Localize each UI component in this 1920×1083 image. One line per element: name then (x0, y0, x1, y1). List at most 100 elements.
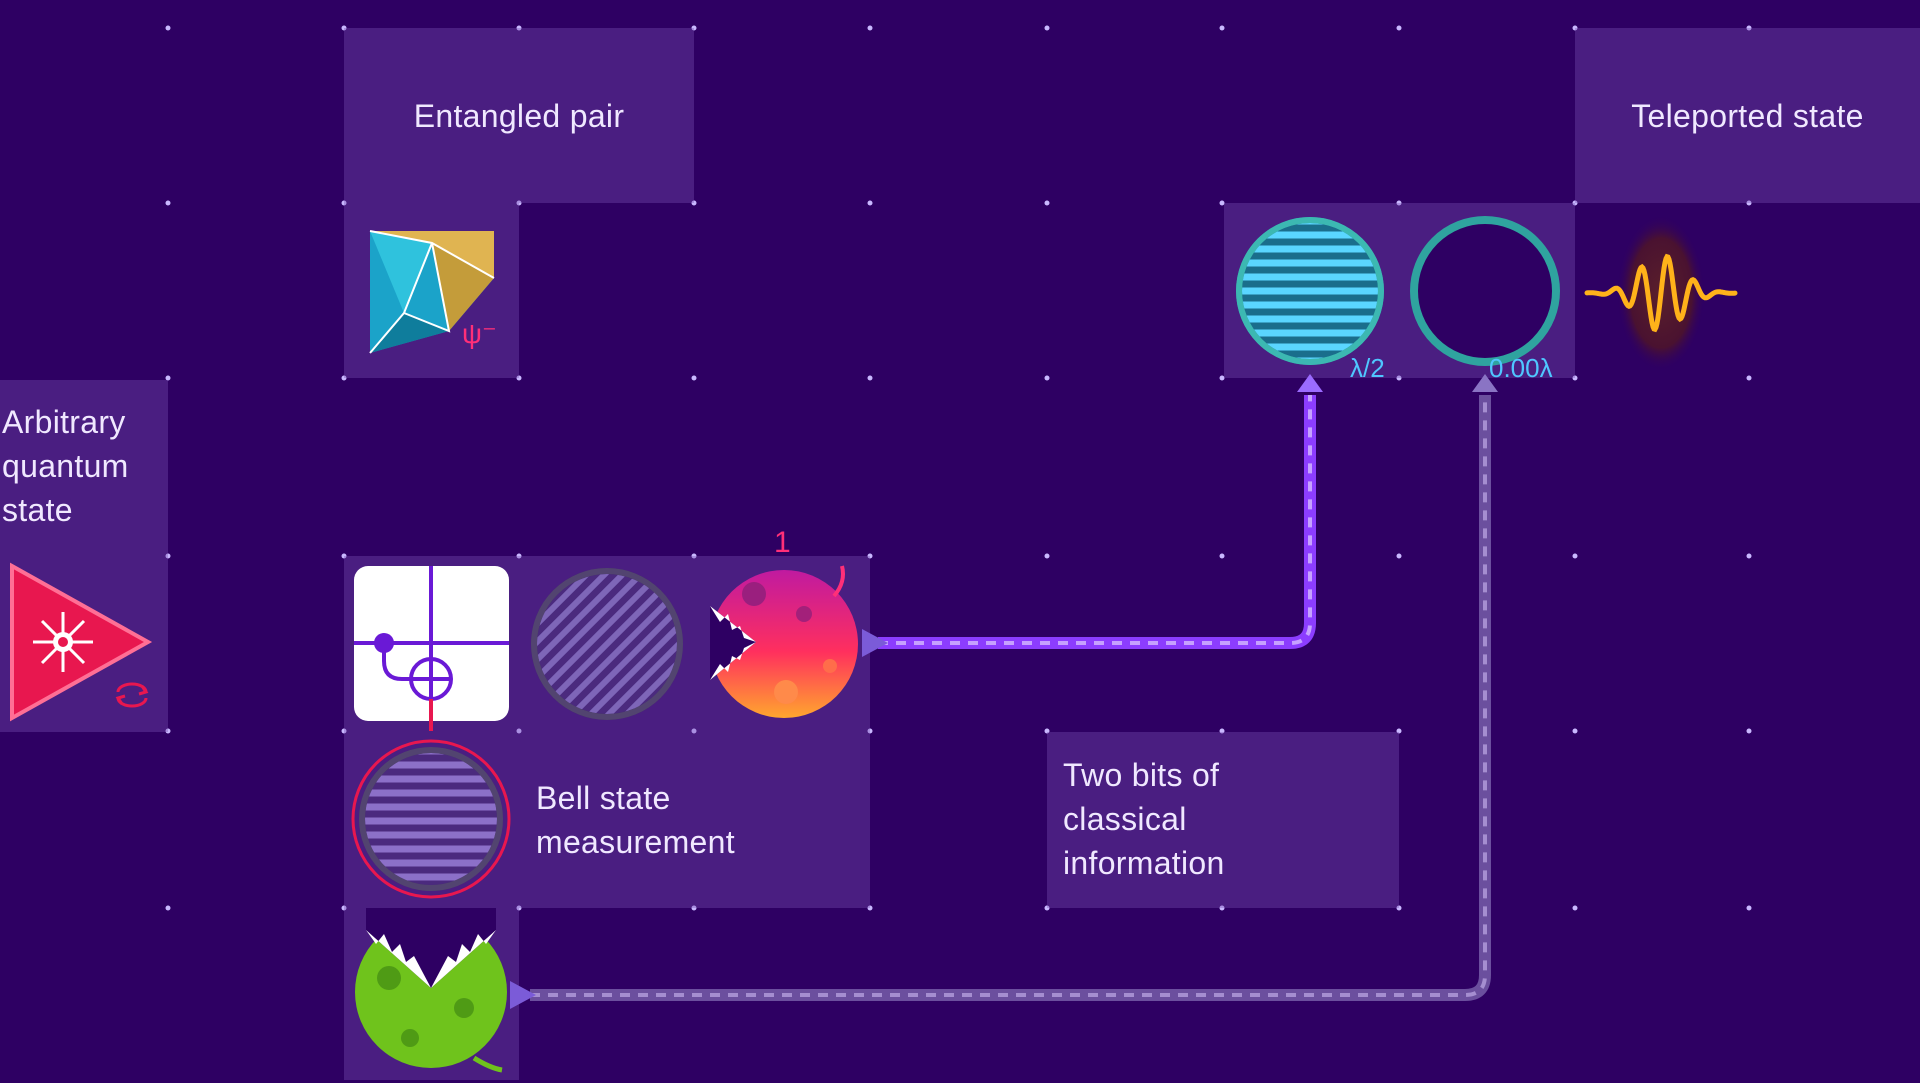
grid-dot (867, 375, 873, 381)
grid-dot (165, 553, 171, 559)
grid-dot (1044, 200, 1050, 206)
phase-shifter-icon (1410, 216, 1560, 366)
grid-dot (165, 200, 171, 206)
grid-dot (1219, 905, 1225, 911)
entangled-pair-label: Entangled pair (413, 97, 625, 134)
grid-dot (1044, 25, 1050, 31)
grid-dot (165, 375, 171, 381)
zone-classical-info (1047, 732, 1399, 908)
laser-icon (10, 562, 153, 722)
grid-dot (691, 728, 697, 734)
laser-source[interactable] (0, 556, 168, 731)
grid-dot (1746, 728, 1752, 734)
polarizer-icon (351, 739, 511, 899)
grid-dot (516, 728, 522, 734)
grid-dot (1572, 25, 1578, 31)
grid-dot (341, 905, 347, 911)
grid-dot (1044, 728, 1050, 734)
phase-plate-label: 0.00λ (1489, 353, 1553, 383)
wave-plate-label: λ/2 (1350, 353, 1385, 383)
red-detector[interactable]: 1 (694, 528, 869, 731)
classical-wire-bottom (510, 374, 1498, 1009)
grid-dot (165, 905, 171, 911)
grid-dot (691, 375, 697, 381)
grid-dot (341, 375, 347, 381)
grid-dot (1746, 25, 1752, 31)
bell-measurement-line-1: Bell state (536, 780, 671, 816)
grid-dot (1572, 553, 1578, 559)
phase-shifter[interactable]: 0.00λ (1399, 203, 1574, 383)
grid-dot (1746, 905, 1752, 911)
grid-dot (1219, 728, 1225, 734)
red-detector-icon (710, 565, 858, 718)
grid-dot (1396, 375, 1402, 381)
grid-dot (691, 25, 697, 31)
grid-dot (516, 25, 522, 31)
polarizer-icon (531, 568, 683, 720)
grid-dot (1219, 375, 1225, 381)
grid-dot (1746, 553, 1752, 559)
classical-info-line-1: Two bits of (1063, 757, 1220, 793)
arbitrary-state-line-3: state (2, 492, 73, 528)
grid-dot (1219, 25, 1225, 31)
grid-dot (1396, 728, 1402, 734)
teleported-photon (1575, 203, 1750, 378)
grid-dot (516, 905, 522, 911)
grid-dot (1572, 728, 1578, 734)
grid-dot (867, 553, 873, 559)
zone-entangled-pair-label (344, 28, 694, 203)
grid-dot (867, 25, 873, 31)
grid-dot (1044, 375, 1050, 381)
teleported-state-label: Teleported state (1631, 97, 1864, 134)
grid-dot (1219, 200, 1225, 206)
bell-measurement-line-2: measurement (536, 824, 735, 860)
classical-info-line-2: classical (1063, 801, 1187, 837)
entangled-source-icon (369, 230, 495, 354)
arbitrary-state-line-1: Arbitrary (2, 404, 126, 440)
entangled-pair-source[interactable]: ψ⁻ (344, 203, 519, 378)
grid-dot (1396, 200, 1402, 206)
grid-dot (691, 200, 697, 206)
grid-dot (1572, 200, 1578, 206)
grid-dot (867, 728, 873, 734)
green-detector-icon (355, 908, 507, 1073)
classical-wire-top (862, 374, 1323, 657)
grid-dot (867, 905, 873, 911)
grid-dot (516, 200, 522, 206)
arbitrary-state-label: Arbitrary quantum state (2, 400, 167, 532)
rotate-icon[interactable] (112, 680, 152, 710)
grid-dot (1396, 905, 1402, 911)
diagonal-polarizer[interactable] (519, 556, 694, 731)
classical-info-line-3: information (1063, 845, 1225, 881)
arbitrary-state-line-2: quantum (2, 448, 129, 484)
bell-measurement-label: Bell state measurement (536, 776, 866, 864)
grid-dot (1572, 905, 1578, 911)
grid-dot (1746, 375, 1752, 381)
half-wave-plate[interactable]: λ/2 (1224, 203, 1399, 383)
green-detector[interactable] (344, 908, 519, 1083)
grid-dot (1396, 25, 1402, 31)
zone-teleported-label (1575, 28, 1920, 203)
grid-dot (341, 553, 347, 559)
grid-dot (341, 728, 347, 734)
grid-dot (165, 25, 171, 31)
grid-dot (1219, 553, 1225, 559)
grid-dot (341, 200, 347, 206)
photon-wavepacket-icon (1584, 215, 1738, 371)
grid-dot (691, 905, 697, 911)
grid-dot (1396, 553, 1402, 559)
half-wave-plate-icon (1236, 217, 1384, 365)
cnot-gate-icon (354, 566, 509, 731)
grid-dot (1572, 375, 1578, 381)
grid-dot (165, 728, 171, 734)
grid-dot (516, 553, 522, 559)
cnot-gate[interactable] (344, 556, 519, 731)
grid-dot (516, 375, 522, 381)
grid-dot (1746, 200, 1752, 206)
entangled-source-symbol: ψ⁻ (462, 318, 497, 349)
horizontal-polarizer[interactable] (344, 731, 519, 906)
grid-dot (341, 25, 347, 31)
detector-count: 1 (774, 526, 791, 559)
